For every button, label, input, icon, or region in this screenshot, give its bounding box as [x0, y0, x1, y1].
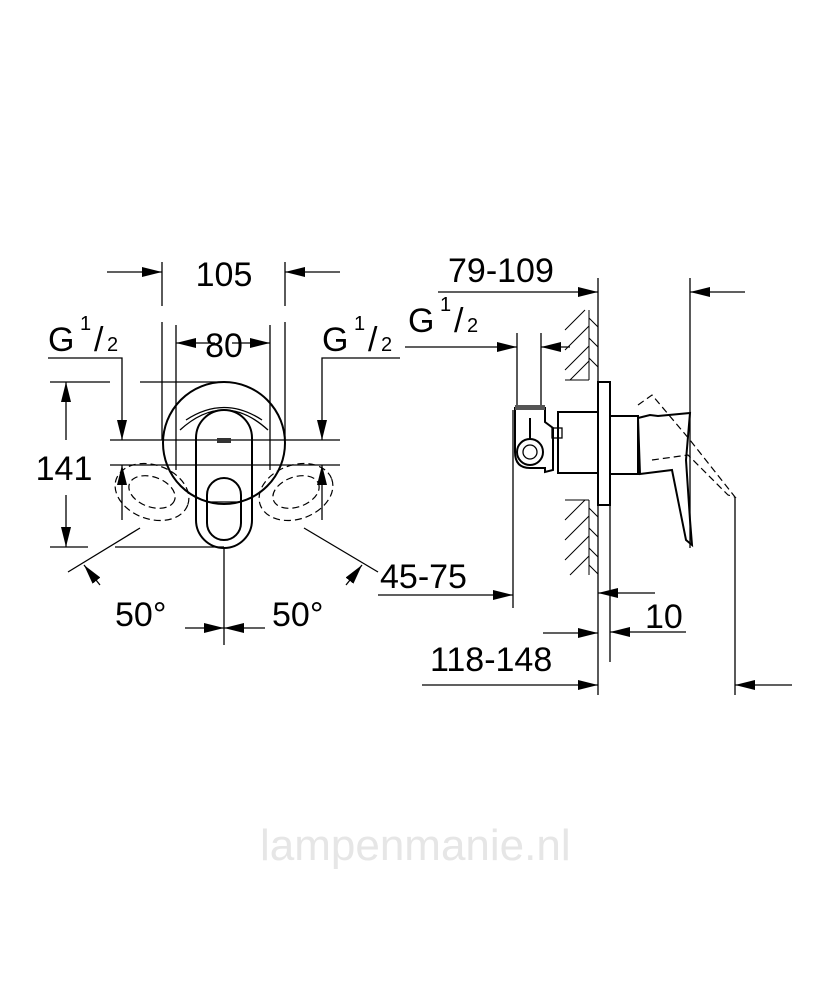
- thread-g: G: [322, 321, 348, 359]
- connection-left: G 1 / 2: [48, 313, 127, 520]
- thread-slash: /: [94, 321, 104, 359]
- dim-105: 105: [107, 256, 340, 440]
- wall-hatch: [564, 309, 599, 576]
- sleeve: [609, 415, 639, 475]
- thread-num: 1: [354, 313, 365, 335]
- valve-body: [557, 411, 599, 474]
- watermark: lampenmanie.nl: [260, 821, 571, 870]
- dim-79-109-label: 79-109: [448, 252, 554, 290]
- thread-g: G: [48, 321, 74, 359]
- rosette: [162, 381, 286, 505]
- logo-mark: [217, 438, 231, 443]
- side-view: 79-109 G 1 / 2 45-75 10 118-148: [378, 252, 792, 695]
- dim-50deg: 50° 50°: [67, 527, 379, 645]
- dim-45-75-label: 45-75: [380, 558, 467, 596]
- dim-141: 141: [36, 381, 224, 548]
- thread-num: 1: [440, 294, 451, 316]
- connection-side: G 1 / 2: [405, 294, 570, 405]
- handle-loop: [206, 477, 242, 541]
- dim-141-label: 141: [36, 450, 93, 488]
- thread-den: 2: [381, 334, 392, 356]
- thread-g: G: [408, 302, 434, 340]
- thread-slash: /: [454, 302, 464, 340]
- thread-den: 2: [467, 315, 478, 337]
- dim-105-label: 105: [196, 256, 253, 294]
- cover-plate: [597, 381, 611, 506]
- thread-den: 2: [107, 334, 118, 356]
- inlet-port: [516, 438, 544, 466]
- thread-slash: /: [368, 321, 378, 359]
- dim-10-label: 10: [645, 598, 683, 636]
- front-view: 105 80 G 1 / 2 G 1 / 2 141 50° 50°: [36, 256, 400, 645]
- dim-118-148-label: 118-148: [430, 641, 552, 679]
- connection-right: G 1 / 2: [317, 313, 400, 520]
- thread-num: 1: [80, 313, 91, 335]
- dim-80: 80: [175, 325, 271, 470]
- dim-80-label: 80: [205, 327, 243, 365]
- angle-right-label: 50°: [272, 596, 323, 634]
- angle-left-label: 50°: [115, 596, 166, 634]
